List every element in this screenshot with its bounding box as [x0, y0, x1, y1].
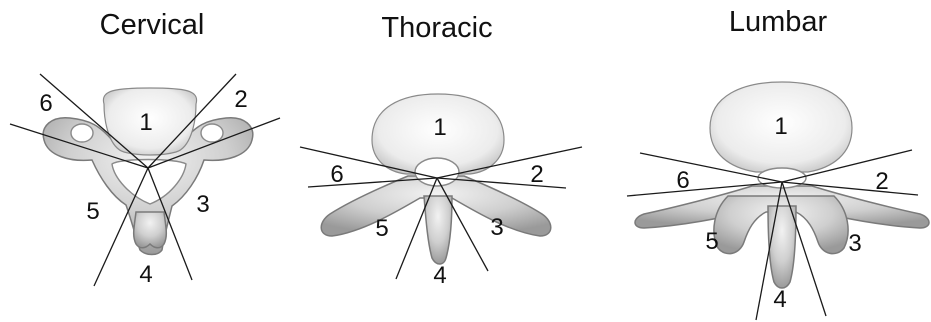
thoracic-spinous-process [424, 196, 452, 264]
lumbar-spinous-process [768, 206, 796, 288]
cervical-panel: Cervical 1 2 3 4 5 [10, 9, 280, 288]
segment-label-3: 3 [196, 191, 209, 218]
segment-label-4: 4 [773, 286, 786, 313]
segment-label-4: 4 [433, 262, 446, 289]
segment-label-1: 1 [433, 114, 446, 141]
segment-label-2: 2 [234, 86, 247, 113]
segment-label-2: 2 [530, 161, 543, 188]
segment-label-3: 3 [848, 230, 861, 257]
segment-label-4: 4 [139, 261, 152, 288]
cervical-spinous-process [134, 212, 167, 248]
segment-label-6: 6 [330, 161, 343, 188]
panel-title: Cervical [100, 9, 205, 41]
thoracic-canal [415, 158, 459, 186]
segment-label-6: 6 [39, 90, 52, 117]
segment-label-5: 5 [705, 228, 718, 255]
segment-label-6: 6 [676, 167, 689, 194]
segment-label-2: 2 [875, 168, 888, 195]
segment-label-3: 3 [490, 214, 503, 241]
panel-title: Lumbar [729, 6, 828, 38]
panel-title: Thoracic [381, 12, 492, 44]
segment-label-5: 5 [375, 215, 388, 242]
thoracic-panel: Thoracic 1 2 3 4 5 6 [300, 12, 582, 289]
segment-label-5: 5 [86, 198, 99, 225]
cervical-foramen-right [201, 124, 223, 142]
segment-label-1: 1 [774, 113, 787, 140]
cervical-foramen-left [71, 124, 93, 142]
segment-label-1: 1 [139, 109, 152, 136]
lumbar-panel: Lumbar 1 2 3 4 5 6 [627, 6, 929, 320]
